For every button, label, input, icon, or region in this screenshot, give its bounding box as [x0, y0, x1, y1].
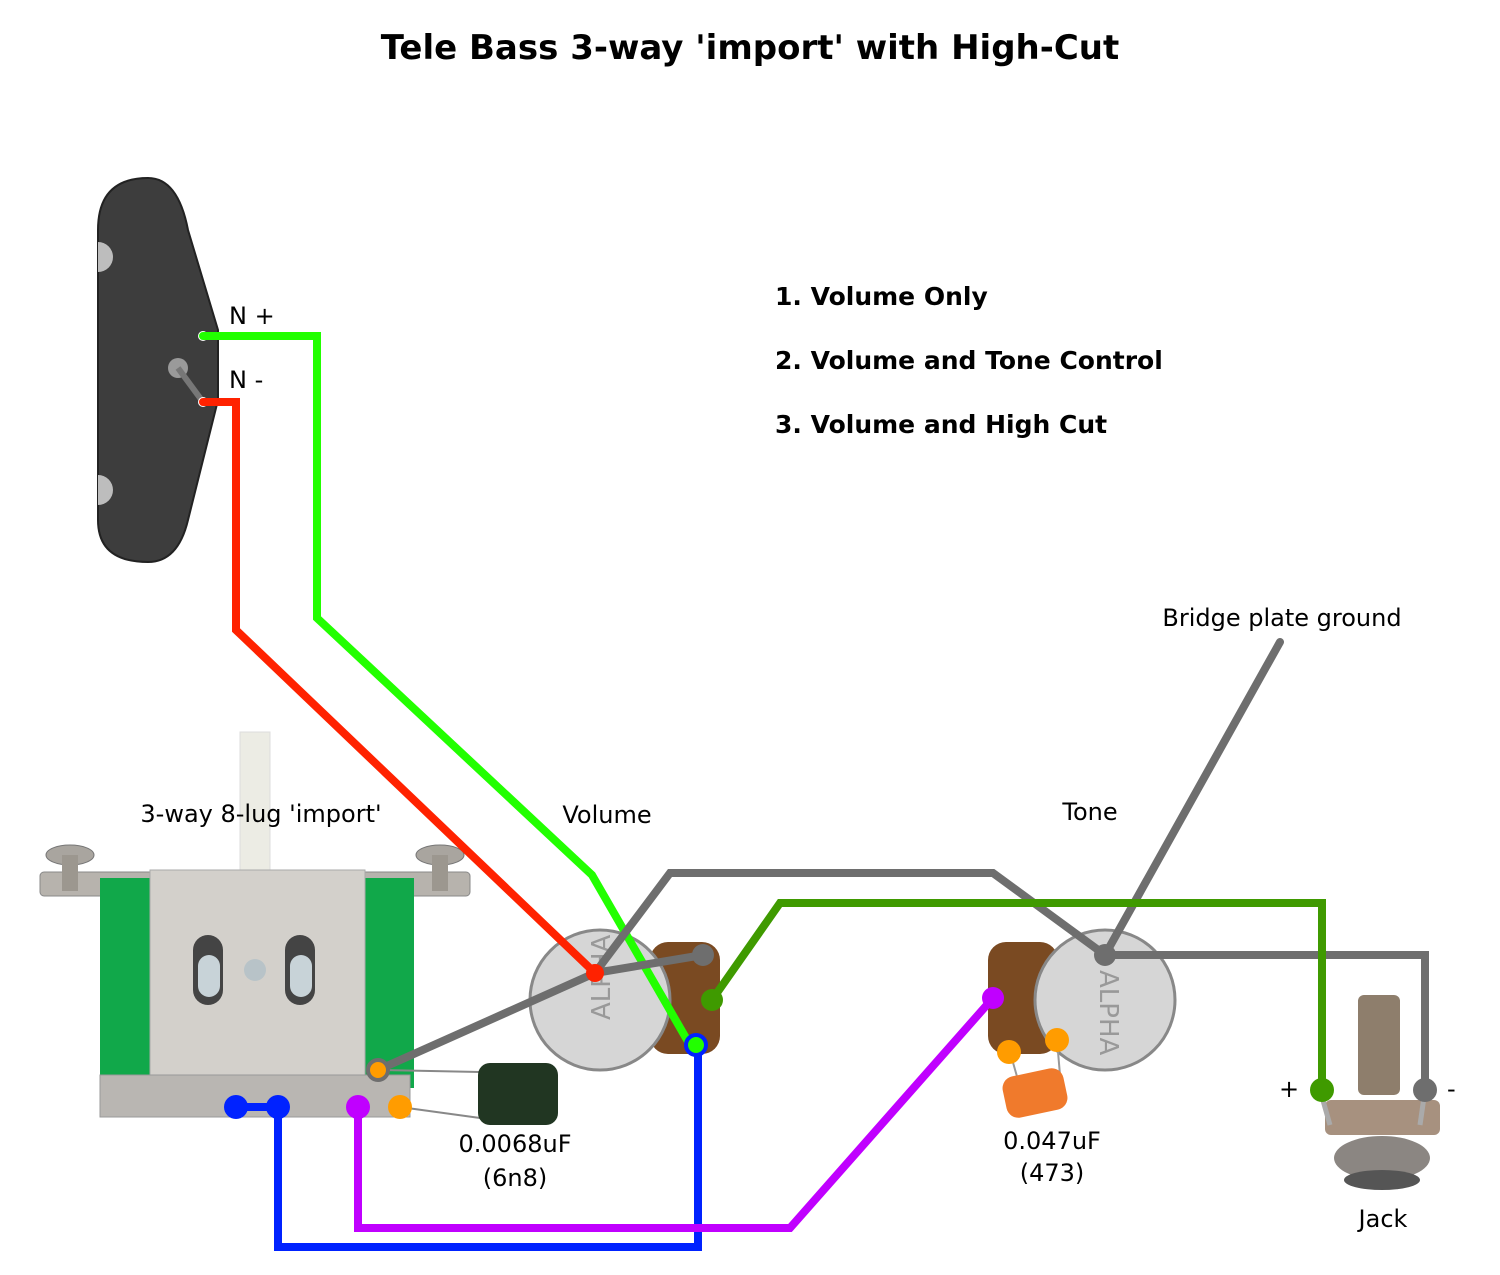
jack-label: Jack: [1358, 1205, 1408, 1233]
tone-cap-code: (473): [1019, 1159, 1085, 1187]
solder-points: [224, 944, 1437, 1119]
high-cut-cap-body: [478, 1063, 558, 1125]
tone-pot: ALPHA: [988, 928, 1177, 1072]
tone-pot-body: [1033, 928, 1177, 1072]
jack-washer: [1325, 1100, 1440, 1135]
jack-tip-spring: [1358, 995, 1400, 1095]
solder-jack-minus: [1413, 1078, 1437, 1102]
switch-lever: [239, 731, 271, 878]
pickup-mount-hole-bottom: [98, 475, 113, 505]
jack-minus-label: -: [1447, 1075, 1456, 1103]
pickup: [97, 176, 219, 564]
switch-label: 3-way 8-lug 'import': [140, 800, 382, 828]
bridge-ground-label: Bridge plate ground: [1162, 604, 1402, 632]
diagram-title: Tele Bass 3-way 'import' with High-Cut: [380, 28, 1120, 68]
wire-switch-to-volume: [232, 1041, 702, 1251]
legend-item-2: 2. Volume and Tone Control: [775, 346, 1163, 375]
solder-tone-cap-b: [1045, 1028, 1069, 1052]
wires: [199, 332, 1429, 1251]
jack-plus-label: +: [1279, 1075, 1300, 1103]
high-cut-cap-value: 0.0068uF: [458, 1130, 572, 1158]
tone-cap-value: 0.047uF: [1003, 1127, 1101, 1155]
wire-ground-bus: [591, 869, 1429, 1094]
pickup-minus-label: N -: [229, 366, 264, 394]
solder-switch-lug-2: [266, 1095, 290, 1119]
solder-tone-cap-a: [997, 1040, 1021, 1064]
solder-switch-cap-a: [366, 1058, 390, 1082]
solder-volume-lug-center: [586, 964, 604, 982]
wire-bridge-ground: [1101, 638, 1284, 959]
jack-nut: [1334, 1136, 1430, 1180]
volume-label: Volume: [562, 801, 652, 829]
tone-pot-marking: ALPHA: [1093, 970, 1123, 1056]
high-cut-cap-code: (6n8): [482, 1164, 548, 1192]
legend-item-1: 1. Volume Only: [775, 282, 988, 311]
solder-volume-out-lug: [701, 989, 723, 1011]
solder-switch-lug-purple: [346, 1095, 370, 1119]
solder-volume-ground-lug: [692, 944, 714, 966]
solder-tone-casing: [1094, 944, 1116, 966]
solder-jack-plus: [1310, 1078, 1334, 1102]
pickup-jumper: [175, 366, 206, 404]
tone-label: Tone: [1062, 798, 1118, 826]
legend-item-3: 3. Volume and High Cut: [775, 410, 1108, 439]
three-way-switch: [39, 731, 471, 1118]
switch-pcb-right: [362, 878, 414, 1088]
wire-pickup-minus: [199, 398, 599, 977]
pickup-mount-hole-top: [98, 242, 113, 272]
switch-rivet: [244, 959, 266, 981]
wire-output: [708, 899, 1326, 1094]
solder-volume-in-lug: [684, 1033, 708, 1057]
solder-switch-cap-b: [388, 1095, 412, 1119]
pickup-plus-label: N +: [229, 302, 275, 330]
volume-pot-lug-board: [650, 942, 720, 1054]
solder-switch-lug-1: [224, 1095, 248, 1119]
pickup-body: [97, 176, 219, 564]
tone-cap-body: [1002, 1068, 1068, 1118]
switch-pcb-left: [100, 878, 152, 1088]
wire-switch-to-tone: [354, 994, 997, 1232]
solder-tone-lug: [982, 987, 1004, 1009]
output-jack: [1317, 995, 1440, 1190]
high-cut-capacitor: [377, 1063, 558, 1125]
